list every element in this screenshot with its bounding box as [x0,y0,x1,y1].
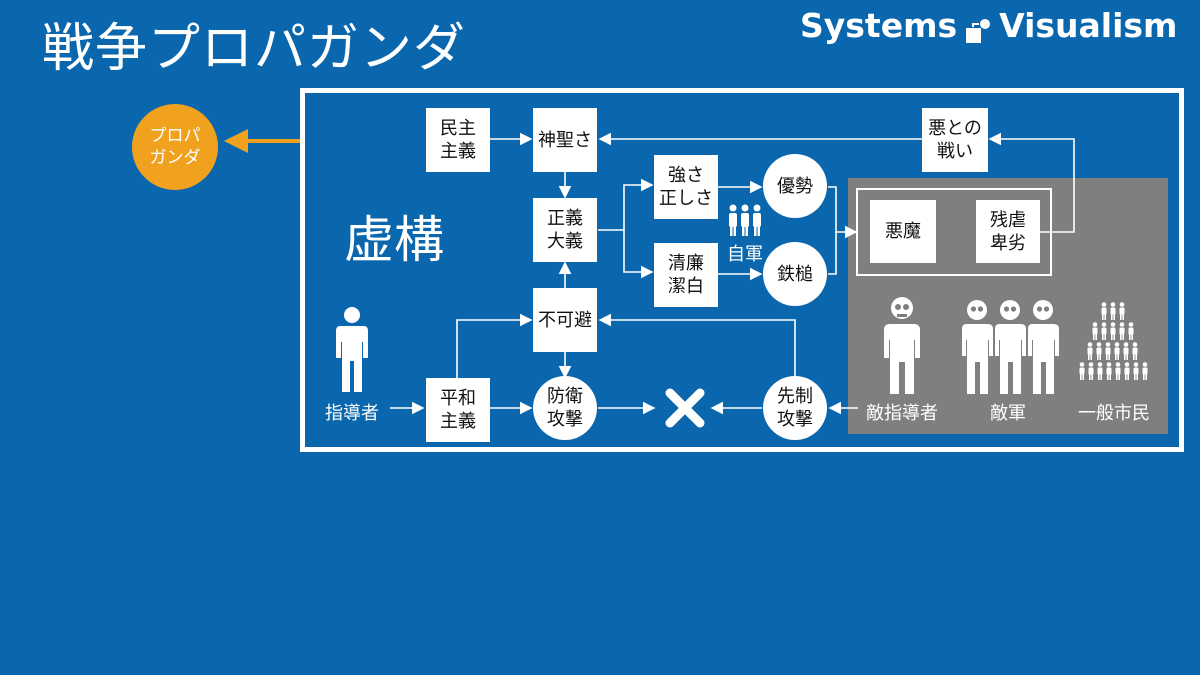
page-title: 戦争プロパガンダ [42,19,467,79]
node-pacifism: 平和 主義 [426,378,490,442]
node-defense-attack: 防衛 攻撃 [533,376,597,440]
label-enemy-army: 敵軍 [990,403,1026,424]
node-hammer: 鉄槌 [763,242,827,306]
node-democracy: 民主 主義 [426,108,490,172]
node-cruelty: 残虐 卑劣 [976,200,1040,263]
cross-icon [665,388,705,428]
node-purity: 清廉 潔白 [654,243,718,307]
label-enemy-leader: 敵指導者 [866,403,938,424]
skull-person-icon [884,297,920,394]
node-superiority: 優勢 [763,154,827,218]
logo-icon [965,13,991,43]
crowd-icon [1079,302,1148,380]
node-sanctity: 神聖さ [533,108,597,172]
army-icon [729,204,761,236]
enemy-army-icon [962,300,1059,394]
node-strength: 強さ 正しさ [654,155,718,219]
brand-text-right: Visualism [999,6,1178,45]
label-own-army: 自軍 [727,244,763,265]
node-inevitable: 不可避 [533,288,597,352]
brand-text-left: Systems [800,6,958,45]
person-icon [336,307,368,392]
node-preemptive-attack: 先制 攻撃 [763,376,827,440]
propaganda-circle: プロパ ガンダ [132,104,218,190]
fiction-frame [300,88,1184,452]
node-devil: 悪魔 [870,200,936,263]
label-leader: 指導者 [325,403,379,424]
fiction-label: 虚構 [344,211,444,269]
node-justice: 正義 大義 [533,198,597,262]
label-civilians: 一般市民 [1078,403,1150,424]
node-fight-evil: 悪との 戦い [922,108,988,172]
brand-logo: Systems Visualism [800,6,1177,45]
